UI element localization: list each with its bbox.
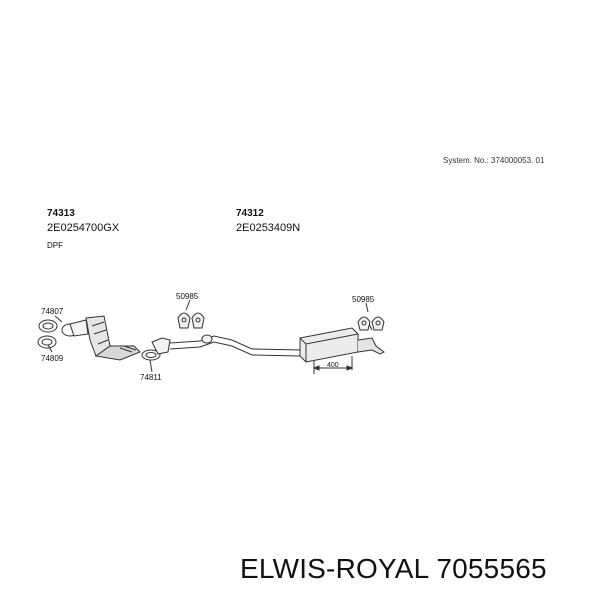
system-number: System. No.: 374000053. 01 [443, 156, 545, 165]
leader-74809 [47, 344, 53, 353]
dimension-label: 400 [327, 362, 339, 369]
brand-part-number: ELWIS-ROYAL 7055565 [240, 553, 547, 584]
pipe-connector [151, 337, 171, 355]
hanger-left [177, 312, 205, 329]
part-code-muffler: 2E0253409N [236, 222, 301, 234]
dpf-unit [61, 315, 141, 361]
hanger-right [357, 316, 385, 331]
clamp-74811 [141, 349, 161, 361]
gasket-74809 [37, 335, 57, 349]
rear-muffler [299, 321, 385, 363]
callout-50985-right: 50985 [352, 295, 375, 304]
callout-74809: 74809 [41, 354, 64, 363]
part-number-dpf: 74313 [47, 208, 75, 219]
leader-74811 [149, 359, 153, 373]
dimension-line [312, 356, 354, 374]
gasket-74807 [38, 319, 58, 333]
middle-pipe [169, 335, 301, 351]
leader-50985-right [365, 302, 369, 313]
part-code-dpf: 2E0254700GX [47, 222, 120, 234]
part-number-muffler: 74312 [236, 208, 264, 219]
part-description-dpf: DPF [47, 241, 63, 250]
leader-74807 [54, 315, 63, 323]
leader-50985-left [185, 299, 191, 311]
callout-50985-left: 50985 [176, 292, 199, 301]
callout-74807: 74807 [41, 307, 64, 316]
callout-74811: 74811 [140, 373, 162, 382]
